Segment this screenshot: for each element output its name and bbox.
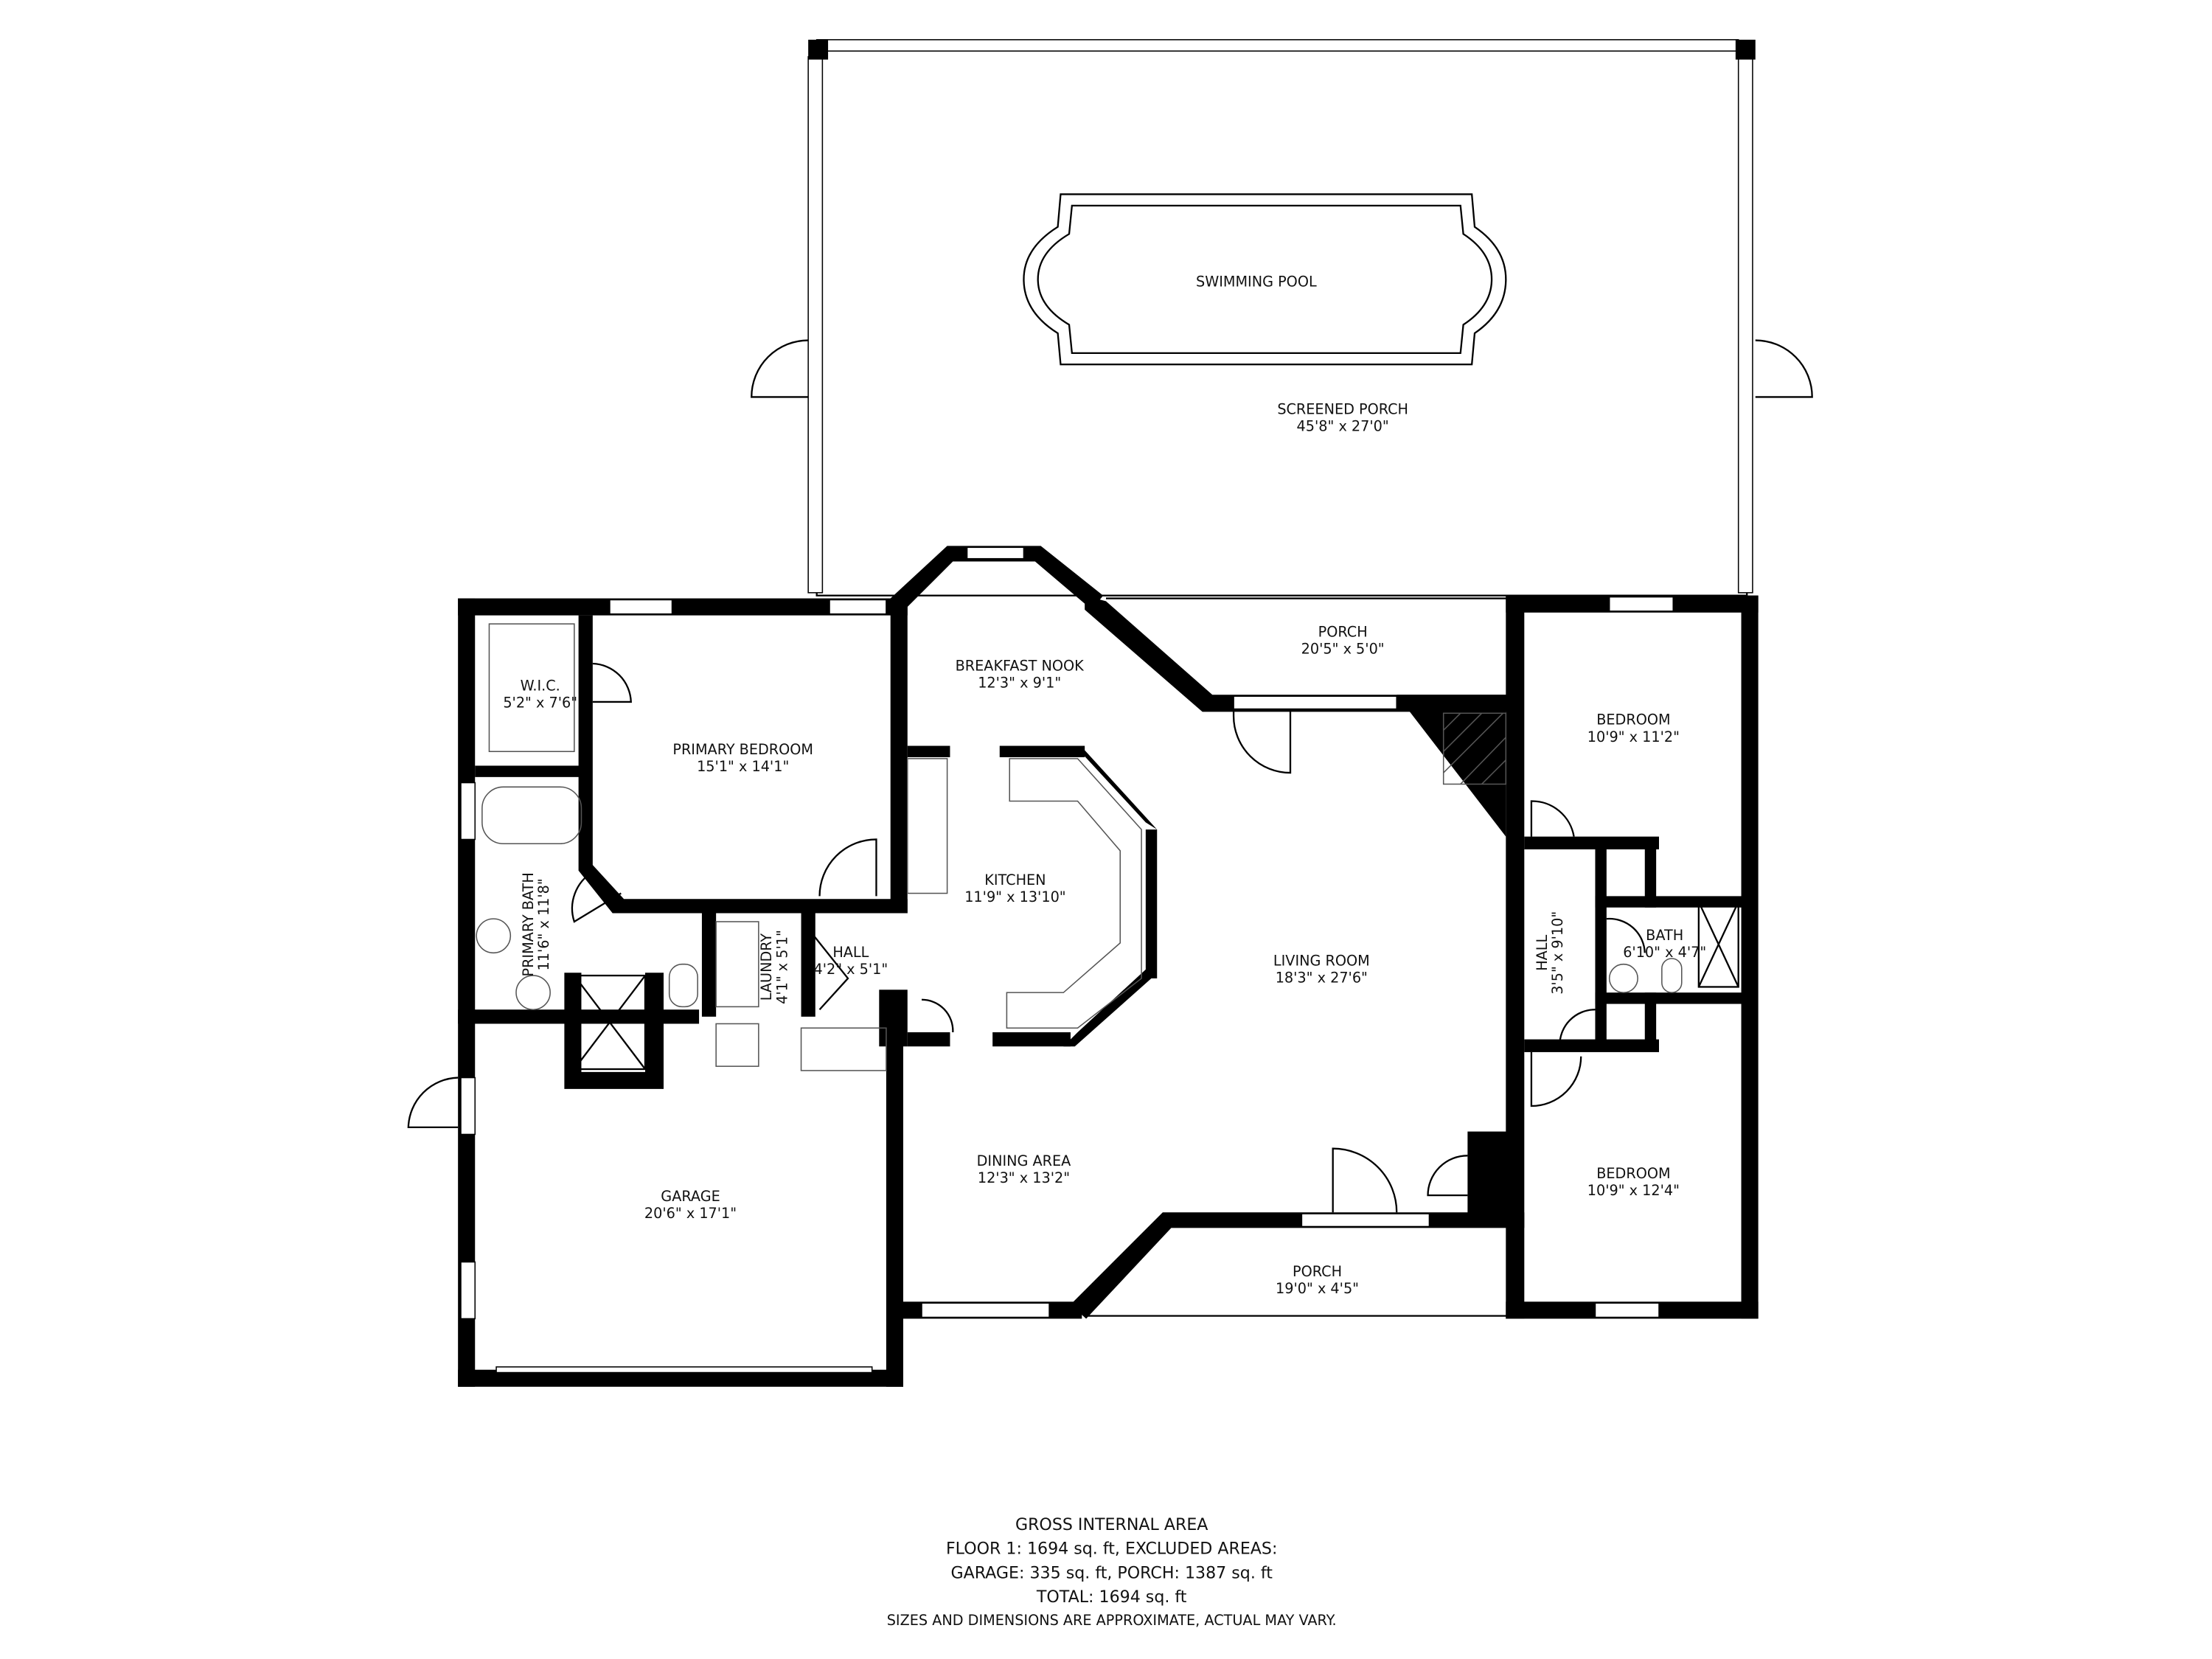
- room-name-hall-right: HALL: [1534, 935, 1551, 971]
- doors: [571, 662, 1646, 1213]
- room-dims-living-room: 18'3" x 27'6": [1276, 970, 1368, 987]
- room-dims-porch-front: 19'0" x 4'5": [1276, 1280, 1359, 1297]
- room-dims-screened-porch: 45'8" x 27'0": [1297, 418, 1389, 435]
- room-labels: SWIMMING POOL SCREENED PORCH 45'8" x 27'…: [503, 273, 1706, 1296]
- room-dims-kitchen: 11'9" x 13'10": [964, 888, 1065, 905]
- room-dims-hall-left: 4'2" x 5'1": [813, 961, 888, 978]
- area-summary: GROSS INTERNAL AREA FLOOR 1: 1694 sq. ft…: [887, 1515, 1337, 1629]
- room-name-breakfast-nook: BREAKFAST NOOK: [956, 658, 1085, 675]
- room-dims-primary-bedroom: 15'1" x 14'1": [697, 758, 789, 775]
- room-dims-garage: 20'6" x 17'1": [644, 1205, 737, 1222]
- room-dims-wic: 5'2" x 7'6": [503, 695, 577, 712]
- room-dims-primary-bath: 11'6" x 11'8": [535, 878, 552, 970]
- room-dims-laundry: 4'1" x 5'1": [773, 930, 790, 1004]
- room-name-primary-bath: PRIMARY BATH: [520, 872, 537, 976]
- room-name-dining-area: DINING AREA: [977, 1152, 1071, 1169]
- room-name-bedroom-1: BEDROOM: [1596, 712, 1670, 728]
- area-summary-disclaimer: SIZES AND DIMENSIONS ARE APPROXIMATE, AC…: [887, 1612, 1337, 1629]
- room-name-screened-porch: SCREENED PORCH: [1277, 401, 1408, 418]
- room-name-living-room: LIVING ROOM: [1273, 953, 1370, 970]
- fixtures: [476, 623, 1739, 1071]
- room-dims-dining-area: 12'3" x 13'2": [978, 1169, 1070, 1186]
- screened-porch-enclosure: [751, 39, 1813, 597]
- room-name-wic: W.I.C.: [521, 678, 560, 695]
- room-dims-hall-right: 3'5" x 9'10": [1549, 911, 1566, 995]
- room-dims-bedroom-2: 10'9" x 12'4": [1587, 1182, 1680, 1199]
- room-name-garage: GARAGE: [661, 1188, 720, 1205]
- room-name-porch-rear: PORCH: [1318, 623, 1368, 640]
- area-summary-title: GROSS INTERNAL AREA: [1015, 1515, 1208, 1534]
- room-name-primary-bedroom: PRIMARY BEDROOM: [672, 741, 813, 758]
- walls: [407, 546, 1759, 1387]
- room-name-porch-front: PORCH: [1293, 1263, 1342, 1280]
- room-name-laundry: LAUNDRY: [758, 933, 775, 1001]
- area-summary-floor: FLOOR 1: 1694 sq. ft, EXCLUDED AREAS:: [946, 1540, 1277, 1559]
- room-dims-breakfast-nook: 12'3" x 9'1": [978, 675, 1061, 692]
- room-name-hall-left: HALL: [832, 944, 869, 961]
- room-name-bedroom-2: BEDROOM: [1596, 1165, 1670, 1182]
- room-dims-porch-rear: 20'5" x 5'0": [1301, 641, 1385, 658]
- room-name-kitchen: KITCHEN: [984, 872, 1046, 888]
- swimming-pool-outline: [1023, 193, 1507, 366]
- room-name-bath: BATH: [1646, 927, 1683, 944]
- area-summary-total: TOTAL: 1694 sq. ft: [1036, 1587, 1187, 1607]
- room-dims-bedroom-1: 10'9" x 11'2": [1587, 728, 1680, 745]
- room-name-swimming-pool: SWIMMING POOL: [1196, 273, 1317, 290]
- area-summary-excluded: GARAGE: 335 sq. ft, PORCH: 1387 sq. ft: [950, 1563, 1273, 1582]
- room-dims-bath: 6'10" x 4'7": [1623, 944, 1706, 961]
